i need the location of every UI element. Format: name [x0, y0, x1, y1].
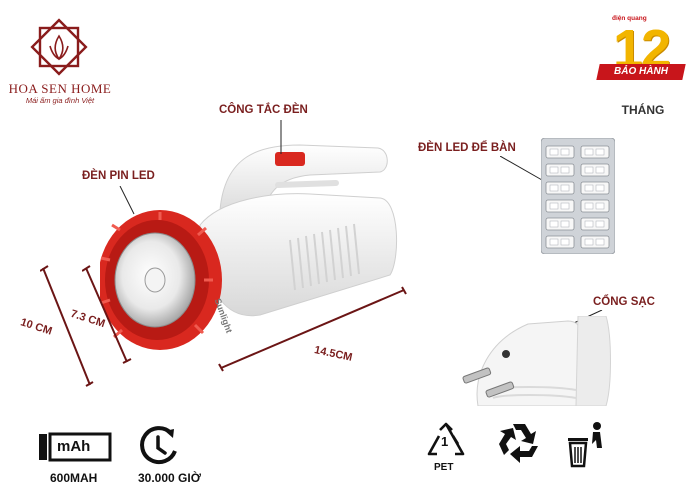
lifetime-label: 30.000 GIỜ: [138, 471, 201, 485]
warranty-months: THÁNG: [621, 103, 665, 117]
led-flashlight-callout-label: ĐÈN PIN LED: [82, 170, 155, 182]
pet-number: 1: [441, 434, 449, 449]
diameter-dimension-line: [82, 265, 132, 364]
switch-callout-label: CÔNG TẮC ĐÈN: [219, 104, 308, 116]
warranty-brand: điện quang: [612, 15, 647, 22]
length-dimension-line: [218, 286, 407, 372]
battery-icon-text: mAh: [57, 438, 91, 455]
brand-name: HOA SEN HOME: [8, 81, 112, 96]
capacity-label: 600MAH: [50, 471, 98, 485]
charging-port-callout-label: CỔNG SẠC: [593, 296, 655, 308]
switch-button: [275, 152, 305, 166]
lotus-logo-icon: [30, 18, 88, 76]
pet-recycle-icon: [427, 422, 465, 456]
warranty-ribbon-text: BẢO HÀNH: [614, 66, 668, 77]
height-dimension-line: [40, 265, 94, 387]
led-flashlight-callout-line: [119, 186, 135, 215]
brand-tagline: Mái ấm gia đình Việt: [25, 96, 95, 105]
switch-callout-line: [280, 120, 282, 154]
recycle-icon: [499, 424, 538, 463]
pet-label: PET: [434, 462, 454, 473]
flashlight-product-image: [100, 144, 398, 350]
charging-port-image: [462, 316, 611, 406]
led-table-callout-label: ĐÈN LED ĐỂ BÀN: [418, 142, 516, 154]
battery-icon: [39, 432, 112, 462]
trash-disposal-icon: [568, 422, 602, 468]
led-panel-image: [541, 138, 615, 254]
led-table-callout-line: [500, 156, 543, 181]
clock-icon: [140, 426, 177, 465]
